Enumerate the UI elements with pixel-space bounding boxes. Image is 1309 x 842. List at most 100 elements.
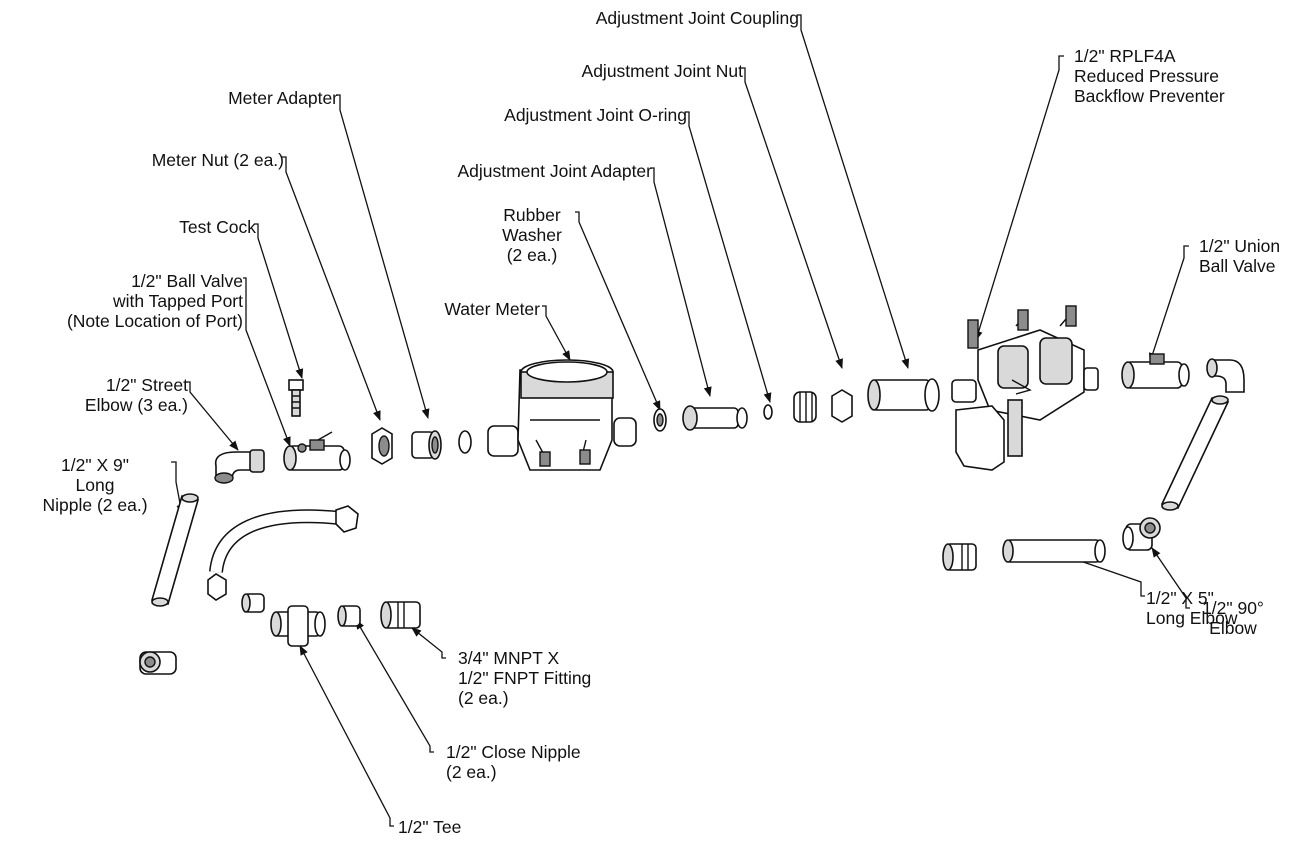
joint-nut-part — [831, 389, 853, 423]
leader-close-nipple — [355, 619, 434, 753]
label-joint-adapter: Adjustment Joint Adapter — [457, 161, 652, 181]
label-joint-nut: Adjustment Joint Nut — [582, 61, 743, 81]
label-ball-valve-line-2: with Tapped Port — [112, 291, 243, 311]
label-water-meter-line: Water Meter — [444, 299, 540, 319]
knurled-nut-part — [793, 391, 817, 423]
label-meter-adapter: Meter Adapter — [228, 88, 338, 108]
label-backflow-line-2: Reduced Pressure — [1074, 66, 1219, 86]
label-coupling: Adjustment Joint Coupling — [596, 8, 799, 28]
coupling-part — [867, 378, 940, 412]
label-union-valve: 1/2" Union Ball Valve — [1199, 236, 1280, 276]
label-long-elbow-line-2: Long Elbow — [1146, 608, 1238, 628]
leader-test-cock — [254, 223, 304, 379]
label-long-nipple-line-1: 1/2" X 9" — [61, 455, 129, 475]
backflow-preventer-part — [951, 305, 1099, 471]
leader-ball-valve — [243, 277, 291, 447]
right-elbow-part — [1206, 358, 1245, 393]
label-joint-adapter-line: Adjustment Joint Adapter — [457, 161, 652, 181]
label-long-nipple-line-3: Nipple (2 ea.) — [42, 495, 148, 515]
leader-oring — [685, 111, 772, 403]
leader-meter-nut — [282, 156, 381, 421]
label-meter-adapter-line: Meter Adapter — [228, 88, 338, 108]
joint-adapter-part — [682, 405, 748, 431]
leader-backflow — [974, 55, 1064, 341]
test-cock-part — [288, 379, 304, 417]
label-ball-valve-line-3: (Note Location of Port) — [66, 311, 243, 331]
label-street-elbow-line-1: 1/2" Street — [105, 375, 188, 395]
small-nipple-part — [241, 593, 265, 613]
label-joint-nut-line: Adjustment Joint Nut — [581, 61, 743, 81]
ball-valve-part — [283, 431, 351, 471]
label-backflow: 1/2" RPLF4A Reduced Pressure Backflow Pr… — [1074, 46, 1225, 106]
leader-meter-adapter — [336, 94, 430, 419]
label-long-elbow: 1/2" X 5" Long Elbow — [1146, 588, 1237, 628]
bottom-left-elbow-part — [139, 651, 177, 675]
curved-pipe-part — [207, 505, 359, 601]
label-coupling-line: Adjustment Joint Coupling — [595, 8, 799, 28]
leader-union-valve — [1148, 245, 1189, 363]
label-mnpt: 3/4" MNPT X 1/2" FNPT Fitting (2 ea.) — [458, 648, 591, 708]
label-rubber-washer-line-1: Rubber — [503, 205, 561, 225]
label-mnpt-line-1: 3/4" MNPT X — [458, 648, 560, 668]
label-rubber-washer: Rubber Washer (2 ea.) — [490, 205, 574, 265]
label-backflow-line-1: 1/2" RPLF4A — [1074, 46, 1176, 66]
leader-long-elbow — [1065, 555, 1145, 597]
water-meter-part — [487, 359, 637, 471]
right-long-nipple-part — [1160, 395, 1230, 511]
label-union-valve-line-1: 1/2" Union — [1199, 236, 1281, 256]
label-meter-nut-line: Meter Nut (2 ea.) — [151, 150, 284, 170]
label-union-valve-line-2: Ball Valve — [1199, 256, 1276, 276]
label-tee-line: 1/2" Tee — [398, 817, 462, 837]
label-long-nipple: 1/2" X 9" Long Nipple (2 ea.) — [10, 455, 180, 515]
label-long-elbow-line-1: 1/2" X 5" — [1146, 588, 1214, 608]
label-mnpt-line-2: 1/2" FNPT Fitting — [458, 668, 592, 688]
label-rubber-washer-line-2: Washer — [502, 225, 562, 245]
washer-left-part — [458, 430, 472, 454]
leader-joint-adapter — [650, 167, 712, 397]
leader-long-nipple — [171, 461, 185, 515]
label-street-elbow-line-2: Elbow (3 ea.) — [84, 395, 188, 415]
label-close-nipple: 1/2" Close Nipple (2 ea.) — [446, 742, 581, 782]
label-elbow90: 1/2" 90° Elbow — [1188, 598, 1278, 638]
meter-nut-part — [371, 427, 393, 465]
leader-coupling — [797, 14, 910, 369]
union-ball-valve-part — [1121, 353, 1190, 389]
leader-elbow90 — [1151, 547, 1190, 609]
leader-tee — [299, 645, 394, 827]
label-street-elbow: 1/2" Street Elbow (3 ea.) — [85, 375, 188, 415]
left-long-nipple-part — [151, 493, 199, 607]
label-elbow90-line-1: 1/2" 90° — [1202, 598, 1264, 618]
label-close-nipple-line-2: (2 ea.) — [446, 762, 497, 782]
label-tee: 1/2" Tee — [398, 817, 461, 837]
label-test-cock: Test Cock — [179, 217, 256, 237]
leader-rubber-washer — [575, 211, 661, 411]
label-mnpt-line-3: (2 ea.) — [458, 688, 509, 708]
leader-lines — [171, 14, 1190, 827]
meter-adapter-part — [411, 430, 442, 460]
label-oring: Adjustment Joint O-ring — [504, 105, 687, 125]
label-backflow-line-3: Backflow Preventer — [1074, 86, 1225, 106]
label-oring-line: Adjustment Joint O-ring — [504, 105, 687, 125]
label-test-cock-line: Test Cock — [179, 217, 256, 237]
leader-mnpt — [411, 627, 446, 659]
label-ball-valve-line-1: 1/2" Ball Valve — [131, 271, 243, 291]
right-fitting-part — [942, 543, 977, 571]
label-close-nipple-line-1: 1/2" Close Nipple — [446, 742, 581, 762]
label-ball-valve: 1/2" Ball Valve with Tapped Port (Note L… — [67, 271, 243, 331]
street-elbow-part — [214, 449, 265, 484]
leader-street-elbow — [186, 381, 239, 451]
five-inch-nipple-part — [1002, 539, 1106, 563]
oring-part — [763, 404, 773, 420]
label-long-nipple-line-2: Long — [75, 475, 115, 495]
label-water-meter: Water Meter — [444, 299, 540, 319]
leader-joint-nut — [741, 67, 843, 369]
tee-part — [270, 605, 326, 647]
label-meter-nut: Meter Nut (2 ea.) — [152, 150, 284, 170]
mnpt-fitting-part — [380, 601, 421, 629]
elbow90-part — [1122, 517, 1161, 551]
label-rubber-washer-line-3: (2 ea.) — [506, 245, 558, 265]
close-nipple-part — [337, 605, 361, 627]
leader-water-meter — [542, 305, 571, 361]
